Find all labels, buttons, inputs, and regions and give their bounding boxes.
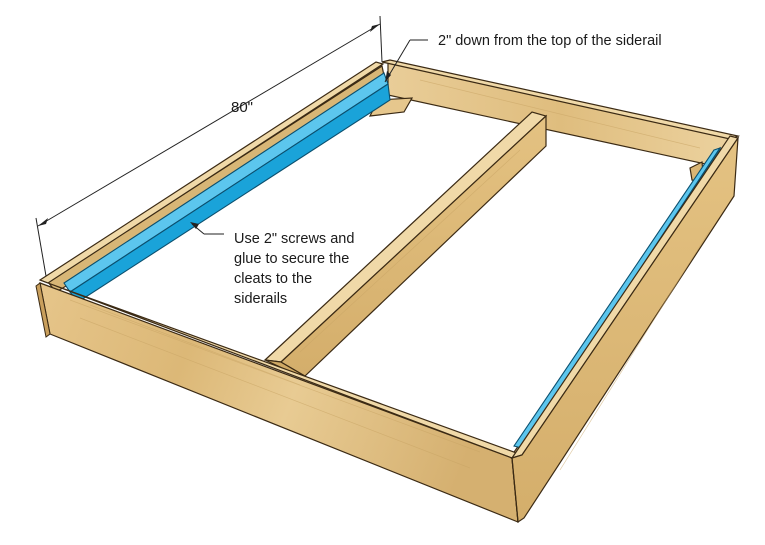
leader-arrow-cleat-height — [385, 71, 391, 82]
wood-grain — [69, 79, 711, 471]
left-cleat-face — [69, 83, 391, 303]
front-rail-end — [35, 282, 51, 338]
left-siderail-top — [38, 61, 385, 284]
front-rail-face — [39, 282, 519, 523]
dimension-ext-right — [379, 15, 383, 63]
note-screws-line-3: cleats to the — [234, 271, 312, 287]
dimension-line — [37, 23, 381, 227]
dimension-ext-left — [35, 217, 47, 277]
right-siderail-top — [510, 135, 739, 460]
dimension-arrow-left — [38, 218, 48, 226]
note-screws-line-2: glue to secure the — [234, 251, 349, 267]
back-rail-top — [381, 59, 741, 140]
annotation-screws: Use 2" screws and glue to secure the cle… — [190, 222, 354, 307]
back-rail-inner-face — [387, 62, 734, 171]
corner-edge-front-right — [511, 457, 519, 523]
annotation-cleat-height: 2" down from the top of the siderail — [384, 33, 662, 83]
center-beam-face — [279, 114, 547, 377]
dimension-label-80: 80" — [231, 99, 253, 116]
dimension-arrow-right — [370, 24, 380, 32]
note-screws-line-4: siderails — [234, 291, 287, 307]
right-siderail-outer-face — [511, 135, 739, 524]
note-cleat-height: 2" down from the top of the siderail — [438, 33, 662, 49]
right-cleat-top — [513, 146, 722, 449]
leader-arrow-screws — [190, 222, 199, 229]
note-screws-line-1: Use 2" screws and — [234, 231, 354, 247]
dimension-80 — [35, 15, 383, 277]
